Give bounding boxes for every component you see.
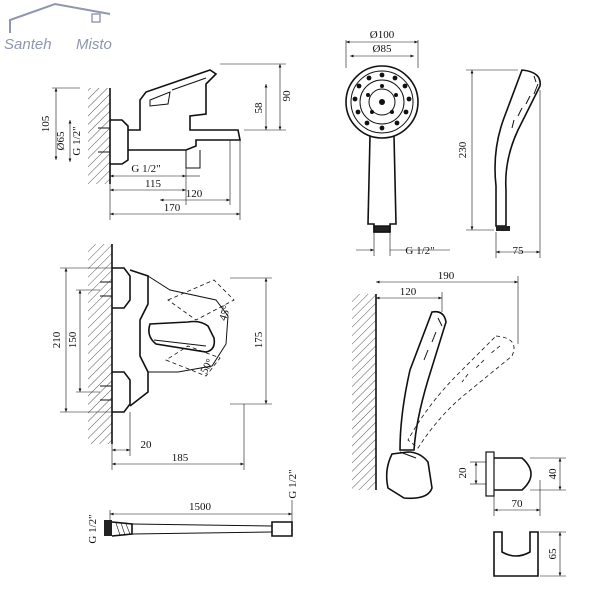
dim-thread-g12-bottom: G 1/2" — [131, 163, 160, 175]
shower-holder-assembly: 190 120 20 40 70 65 — [352, 270, 566, 577]
dim-185: 185 — [172, 452, 189, 464]
shower-head-front-view: Ø100 Ø85 G 1/2" 230 — [345, 29, 541, 258]
hose-thread-left: G 1/2" — [87, 514, 99, 543]
dim-230: 230 — [457, 141, 469, 158]
dim-20-holder: 20 — [457, 467, 469, 479]
dim-120: 120 — [186, 188, 203, 200]
dim-65: Ø65 — [55, 131, 67, 150]
dim-190: 190 — [438, 270, 455, 282]
mixer-side-view: 105 Ø65 G 1/2" 90 58 G 1/2" 115 120 170 — [40, 63, 293, 220]
house-roof-icon — [9, 2, 111, 33]
shower-hose: 1500 G 1/2" G 1/2" — [87, 469, 299, 543]
brand-name-part1: Santeh — [4, 36, 52, 53]
wall-hatch — [88, 88, 110, 184]
angle-50: 50° — [198, 357, 216, 376]
dim-100: Ø100 — [370, 29, 395, 41]
dim-105: 105 — [40, 115, 52, 132]
dim-150: 150 — [67, 331, 79, 348]
dim-90: 90 — [281, 90, 293, 102]
dim-thread-g12: G 1/2" — [405, 245, 434, 257]
dim-65: 65 — [547, 548, 559, 560]
dim-120: 120 — [400, 286, 417, 298]
hose-length-1500: 1500 — [189, 501, 212, 513]
nozzle-dots — [352, 72, 412, 131]
dim-58: 58 — [253, 102, 265, 114]
hose-thread-right: G 1/2" — [287, 469, 299, 498]
dim-20: 20 — [141, 439, 153, 451]
dim-40: 40 — [547, 468, 559, 480]
dim-170: 170 — [164, 202, 181, 214]
dim-175: 175 — [253, 331, 265, 348]
dim-85: Ø85 — [373, 43, 392, 55]
wall-hatch — [88, 244, 112, 444]
dim-thread-g12-vertical: G 1/2" — [71, 126, 83, 155]
brand-name-part2: Misto — [76, 36, 112, 53]
dim-75: 75 — [513, 245, 525, 257]
dim-115: 115 — [145, 178, 162, 190]
wall-plate — [485, 451, 495, 497]
house-window-icon — [91, 13, 101, 23]
brand-logo: Santeh Misto — [4, 2, 112, 53]
mixer-front-view: 45° 50° 210 150 175 20 185 — [51, 244, 272, 470]
dim-210: 210 — [51, 331, 63, 348]
wall-hatch — [352, 294, 376, 490]
dim-70: 70 — [512, 498, 524, 510]
angle-45: 45° — [217, 304, 233, 322]
